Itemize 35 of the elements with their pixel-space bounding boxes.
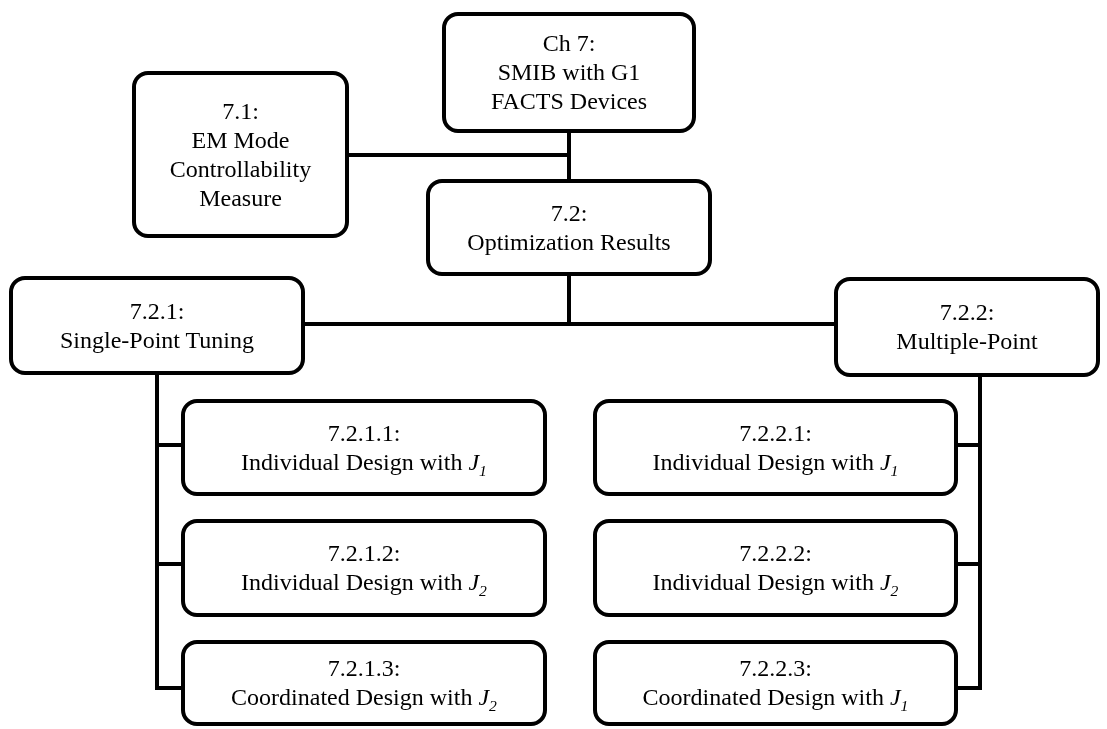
section-number: 7.2.2.2: <box>739 539 812 568</box>
section-title: Optimization Results <box>467 227 671 257</box>
section-number: 7.2: <box>550 198 588 228</box>
section-box <box>442 12 696 133</box>
section-number: Ch 7: <box>542 29 596 58</box>
section-box <box>426 179 712 276</box>
section-number: 7.1: <box>222 96 259 126</box>
section-box <box>9 276 305 375</box>
section-box <box>593 519 958 617</box>
section-title: Coordinated Design with J$_{2}$ <box>231 683 497 712</box>
section-number: 7.2.2.3: <box>739 654 812 683</box>
section-title: Single-Point Tuning <box>59 325 255 355</box>
section-title: Individual Design with J$_{1}$ <box>241 447 487 477</box>
connector-line <box>958 377 982 690</box>
section-title: Individual Design with J$_{2}$ <box>652 568 899 597</box>
section-number: 7.2.2: <box>939 298 995 327</box>
section-box <box>132 71 349 238</box>
section-number: 7.2.1.1: <box>327 418 401 448</box>
section-number: 7.2.1.3: <box>327 654 401 683</box>
section-title: Coordinated Design with J$_{1}$ <box>642 683 909 712</box>
section-box <box>834 277 1100 377</box>
section-box <box>593 399 958 496</box>
section-box <box>593 640 958 726</box>
section-number: 7.2.1.2: <box>327 539 401 568</box>
section-title: Individual Design with J$_{2}$ <box>241 568 487 597</box>
section-title: Multiple-Point <box>896 327 1038 356</box>
section-box <box>181 399 547 496</box>
section-number: 7.2.1: <box>129 296 185 326</box>
section-title: Individual Design with J$_{1}$ <box>652 447 899 477</box>
section-number: 7.2.2.1: <box>739 418 812 448</box>
section-title: SMIB with G1 FACTS Devices <box>489 58 649 116</box>
section-box <box>181 519 547 617</box>
section-box <box>181 640 547 726</box>
section-title: EM Mode Controllability Measure <box>168 125 313 213</box>
connector-line <box>155 375 181 690</box>
